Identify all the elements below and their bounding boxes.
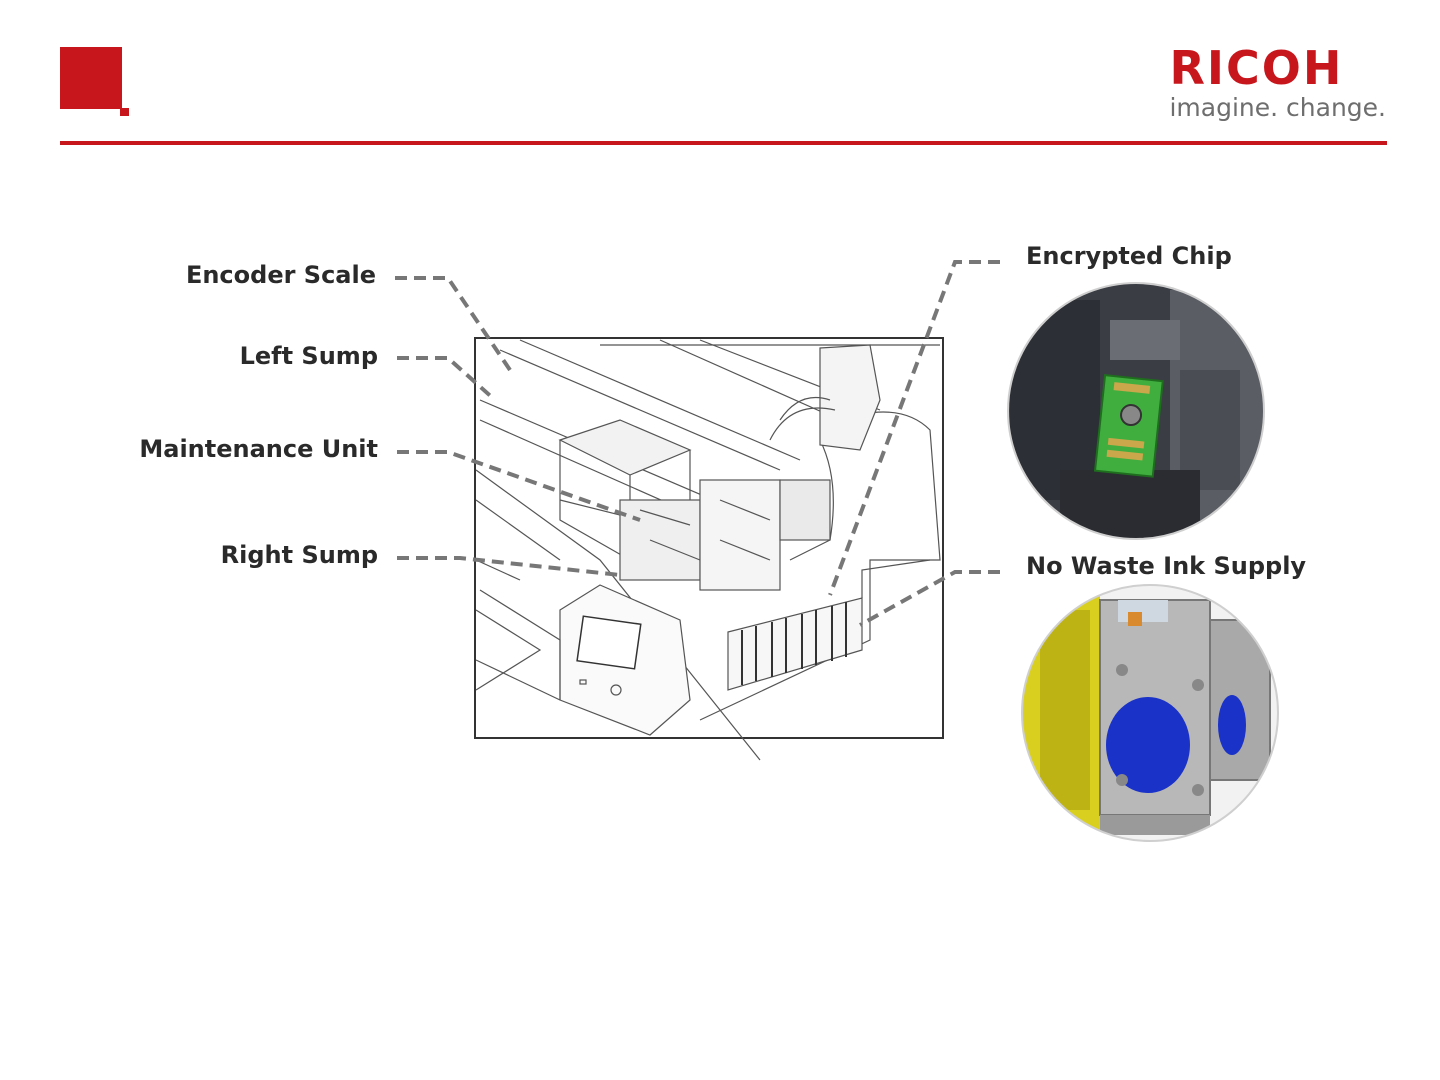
- label-encrypted-chip: Encrypted Chip: [1026, 242, 1232, 270]
- label-right-sump: Right Sump: [221, 541, 378, 569]
- no-waste-ink-supply-inset: [1010, 580, 1300, 850]
- label-encoder-scale: Encoder Scale: [186, 261, 376, 289]
- label-no-waste-ink-supply: No Waste Ink Supply: [1026, 552, 1306, 580]
- printer-illustration: [475, 338, 943, 760]
- encrypted-chip-inset: [1000, 280, 1280, 550]
- label-left-sump: Left Sump: [240, 342, 378, 370]
- label-maintenance-unit: Maintenance Unit: [139, 435, 378, 463]
